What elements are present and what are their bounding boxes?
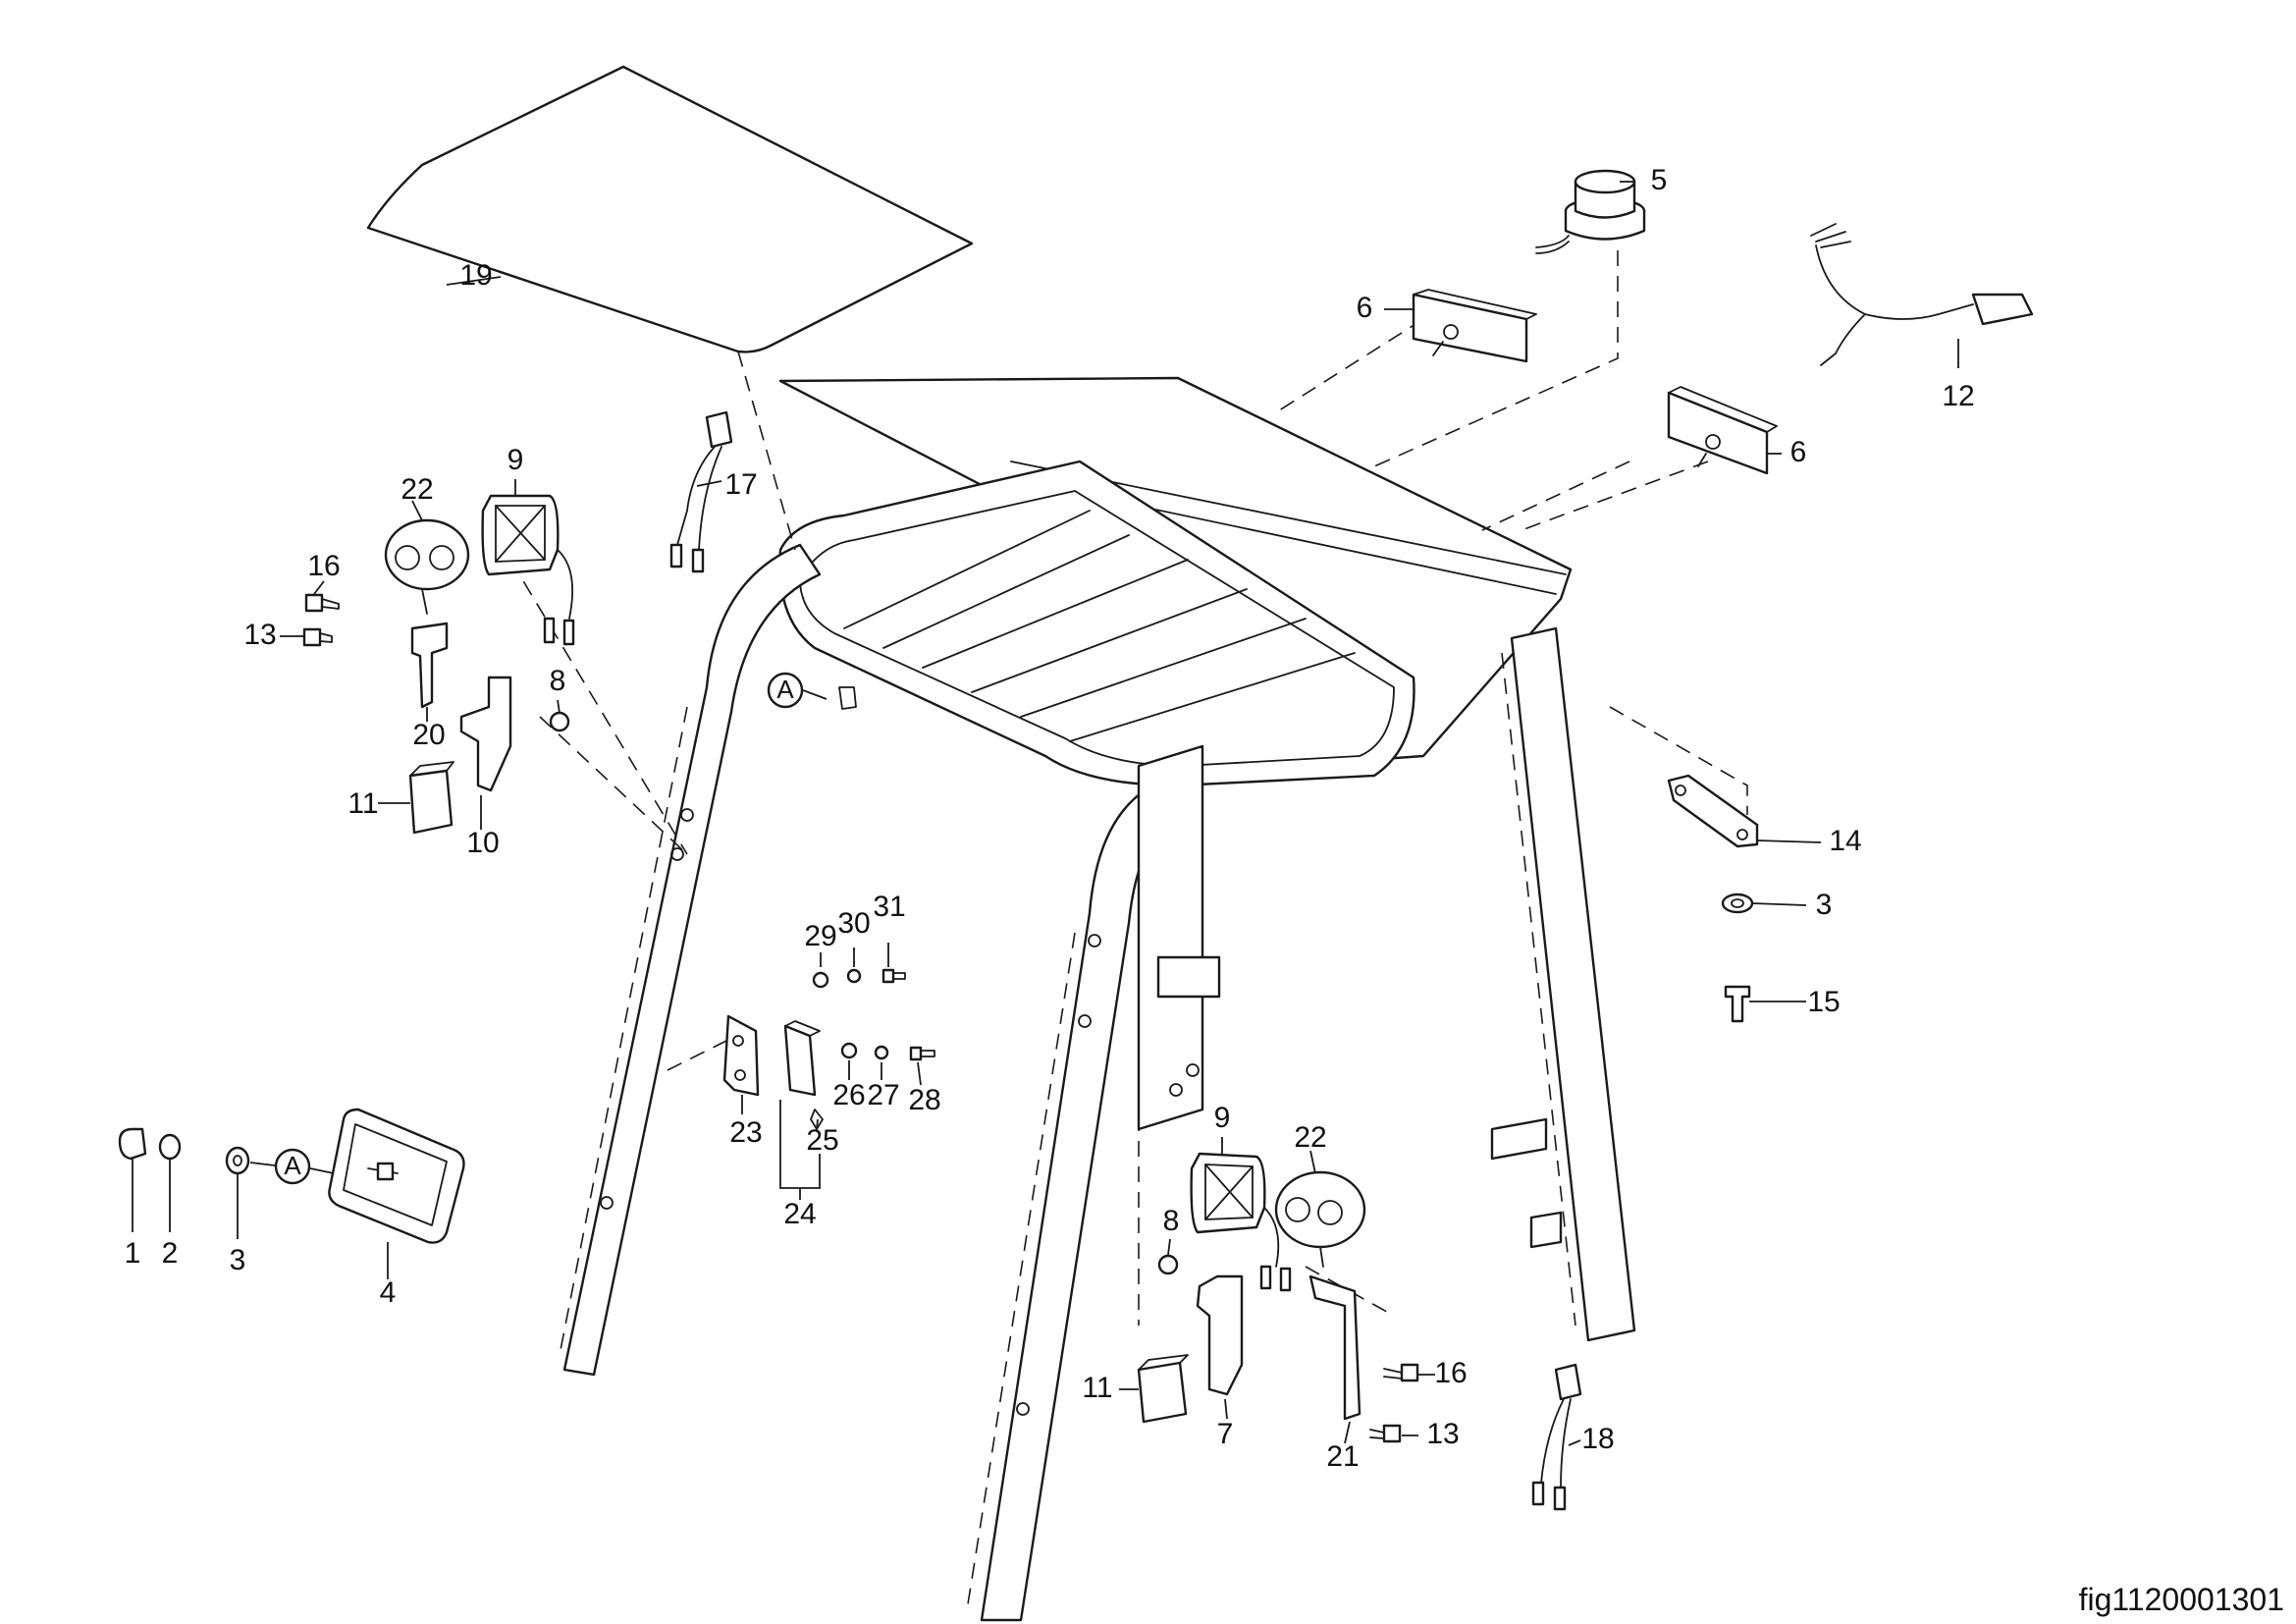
callout-9-right: 9 xyxy=(1214,1102,1231,1134)
part-28-bolt xyxy=(909,1046,935,1061)
part-11-relay-right xyxy=(1137,1354,1189,1424)
reference-marker-a-frame: A xyxy=(767,672,857,710)
part-23-mirror-mount xyxy=(722,1014,760,1097)
callout-13-left: 13 xyxy=(243,619,276,651)
callout-29: 29 xyxy=(804,920,836,952)
part-12-wire-harness xyxy=(1810,223,2034,366)
part-4-rearview-mirror xyxy=(328,1108,465,1244)
callout-19: 19 xyxy=(459,259,492,292)
part-22-work-light-right xyxy=(1274,1170,1366,1268)
part-9-work-light-left xyxy=(481,494,575,646)
callout-28: 28 xyxy=(908,1084,940,1116)
part-6-marker-lamp-front xyxy=(1412,289,1537,363)
callout-30: 30 xyxy=(837,907,870,940)
part-11-relay-left xyxy=(408,761,454,835)
part-10-bracket-left xyxy=(459,676,512,792)
callout-21: 21 xyxy=(1326,1440,1359,1473)
callout-7: 7 xyxy=(1217,1418,1234,1450)
part-13-bolt-left xyxy=(302,627,333,647)
part-27-lock-washer xyxy=(874,1045,889,1060)
callout-31: 31 xyxy=(873,891,905,923)
part-22-work-light-left xyxy=(384,518,470,615)
callout-12: 12 xyxy=(1942,380,1974,412)
part-30-lock-washer xyxy=(846,968,862,984)
callout-22-left: 22 xyxy=(400,473,433,506)
part-3-washer-right xyxy=(1721,893,1754,914)
svg-text:A: A xyxy=(776,675,794,704)
callout-5: 5 xyxy=(1651,164,1668,196)
part-9-work-light-right xyxy=(1190,1152,1292,1292)
part-16-bolt-right xyxy=(1383,1363,1419,1382)
callout-18: 18 xyxy=(1581,1423,1614,1455)
part-6-marker-lamp-rear xyxy=(1667,386,1778,475)
callout-23: 23 xyxy=(729,1116,762,1149)
part-14-mirror-bracket xyxy=(1667,774,1759,848)
callout-numbers: 1 2 3 3 4 5 6 6 7 8 8 9 9 10 11 11 12 13… xyxy=(125,164,1975,1473)
callout-6-front: 6 xyxy=(1357,292,1373,324)
overhead-guard-frame xyxy=(559,376,1636,1622)
part-20-bracket-left xyxy=(410,622,449,709)
part-8-nut-right xyxy=(1157,1254,1179,1275)
part-5-beacon xyxy=(1535,169,1646,254)
callout-4: 4 xyxy=(380,1276,397,1309)
callout-26: 26 xyxy=(832,1079,865,1111)
callout-16-left: 16 xyxy=(307,550,340,582)
callout-17: 17 xyxy=(724,468,757,501)
callout-leaders xyxy=(132,181,1959,1446)
reference-marker-a-mirror: A xyxy=(249,1148,335,1185)
callout-15: 15 xyxy=(1807,986,1840,1018)
part-21-bracket-right xyxy=(1308,1274,1362,1421)
callout-1: 1 xyxy=(125,1237,141,1270)
part-7-bracket-right xyxy=(1196,1274,1244,1396)
callout-27: 27 xyxy=(867,1079,899,1111)
callout-11-left: 11 xyxy=(347,787,378,820)
callout-11-right: 11 xyxy=(1082,1372,1112,1404)
figure-id: fig1120001301 xyxy=(2078,1582,2284,1617)
callout-10: 10 xyxy=(466,827,499,859)
part-8-nut-left xyxy=(549,711,570,732)
part-17-connector-harness xyxy=(669,410,733,573)
part-16-bolt-left xyxy=(304,593,340,613)
part-25-clamp xyxy=(783,1020,824,1130)
callout-9-left: 9 xyxy=(507,444,524,476)
part-13-bolt-right xyxy=(1369,1424,1402,1443)
callout-22-right: 22 xyxy=(1294,1121,1326,1154)
callout-2: 2 xyxy=(162,1237,179,1270)
callout-13-right: 13 xyxy=(1426,1418,1459,1450)
callout-14: 14 xyxy=(1829,825,1861,857)
callout-16-right: 16 xyxy=(1434,1357,1467,1389)
callout-8-right: 8 xyxy=(1163,1205,1180,1237)
callout-8-left: 8 xyxy=(550,665,566,697)
assembly-lines xyxy=(509,250,1748,1326)
callout-20: 20 xyxy=(412,719,445,751)
callout-24: 24 xyxy=(783,1198,816,1230)
callout-6-rear: 6 xyxy=(1790,436,1807,468)
svg-text:A: A xyxy=(284,1151,301,1180)
callout-3-right: 3 xyxy=(1816,889,1833,921)
callout-25: 25 xyxy=(806,1124,838,1157)
part-26-washer xyxy=(840,1042,858,1059)
part-15-bolt xyxy=(1724,985,1751,1023)
part-19-canopy-panel xyxy=(366,65,974,353)
part-2-spring-washer xyxy=(158,1133,182,1161)
part-31-bolt xyxy=(881,968,906,984)
part-1-cap-nut xyxy=(118,1127,147,1161)
part-3-washer-left xyxy=(225,1146,250,1175)
callout-3-left: 3 xyxy=(230,1244,246,1276)
part-18-connector-harness xyxy=(1531,1363,1582,1511)
part-29-washer xyxy=(812,971,829,989)
